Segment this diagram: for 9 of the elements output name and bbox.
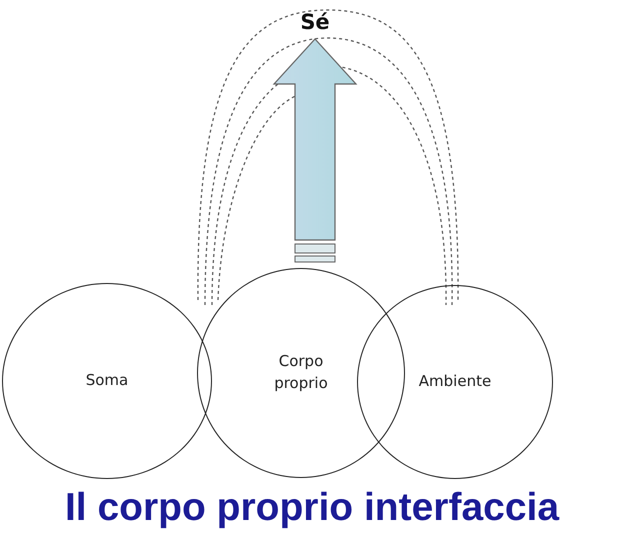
caption: Il corpo proprio interfaccia	[64, 486, 560, 530]
circle	[357, 285, 553, 479]
label: Sé	[300, 10, 330, 34]
circle-label: Soma	[84, 370, 130, 392]
block-arrow	[272, 38, 358, 262]
circle	[2, 283, 212, 479]
circle-label: Ambiente	[418, 371, 492, 392]
circle	[197, 268, 405, 478]
circle-label: Corpo proprio	[273, 351, 329, 394]
